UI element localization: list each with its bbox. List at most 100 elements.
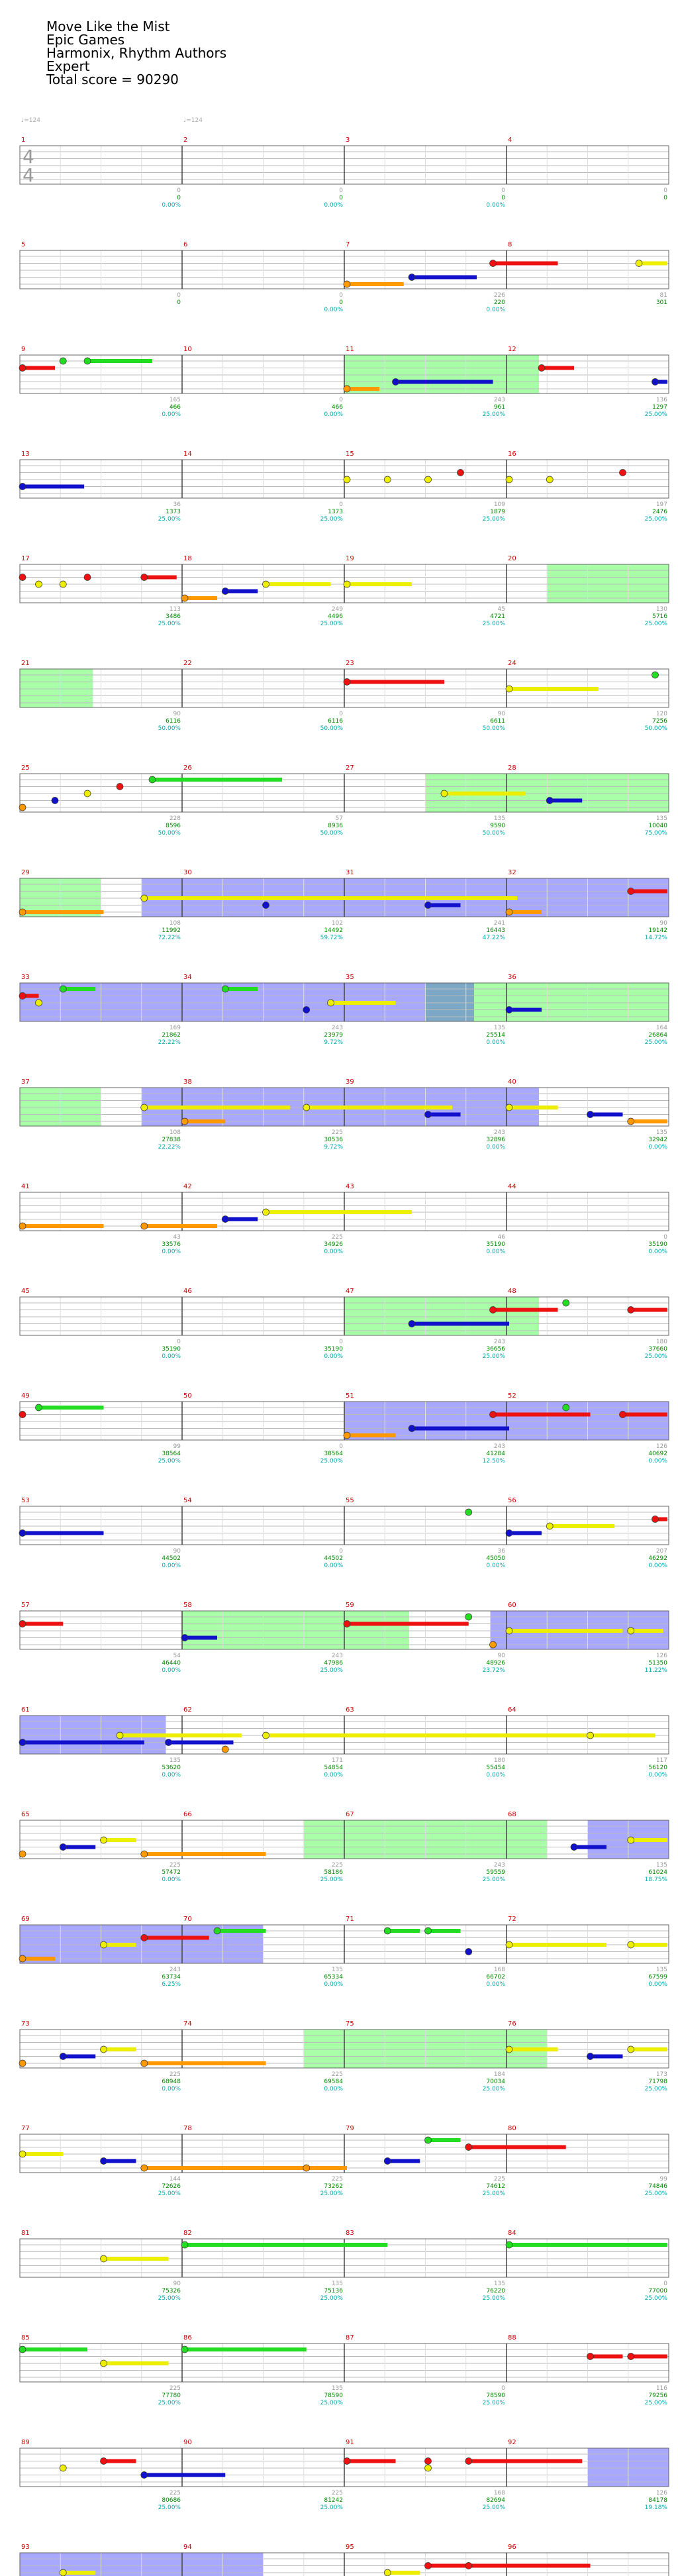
measure-number: 21 bbox=[21, 660, 30, 667]
measure-note-count: 0 bbox=[339, 1548, 343, 1555]
measure-note-count: 171 bbox=[332, 1757, 343, 1764]
measure-score: 71798 bbox=[648, 2079, 667, 2085]
measure-score: 44502 bbox=[324, 1555, 343, 1562]
measure-number: 22 bbox=[183, 660, 192, 667]
measure-multiplier: 11.22% bbox=[645, 1667, 668, 1674]
measure-number: 30 bbox=[183, 869, 192, 876]
note-gem bbox=[59, 2053, 67, 2060]
measure-number: 77 bbox=[21, 2125, 30, 2132]
measure-note-count: 135 bbox=[656, 815, 667, 822]
measure-number: 43 bbox=[346, 1183, 354, 1190]
note-gem bbox=[262, 902, 269, 909]
measure-score: 38564 bbox=[162, 1451, 181, 1457]
measure-score: 35190 bbox=[324, 1346, 343, 1353]
measure-number: 55 bbox=[346, 1497, 354, 1504]
measure-score: 16443 bbox=[486, 927, 505, 934]
measure-score: 45050 bbox=[486, 1555, 505, 1562]
phrase-region bbox=[20, 669, 93, 707]
measure-note-count: 225 bbox=[332, 1234, 343, 1241]
note-gem bbox=[570, 1843, 578, 1851]
measure-number: 70 bbox=[183, 1916, 192, 1923]
note-gem bbox=[489, 1306, 497, 1314]
measure-multiplier: 25.00% bbox=[320, 2504, 344, 2511]
measure-note-count: 90 bbox=[498, 711, 506, 717]
measure-note-count: 241 bbox=[494, 920, 505, 927]
measure-score: 63734 bbox=[162, 1974, 181, 1981]
measure-score: 27838 bbox=[162, 1137, 181, 1143]
measure-note-count: 126 bbox=[656, 2490, 667, 2497]
measure-score: 41284 bbox=[486, 1451, 505, 1457]
note-gem bbox=[489, 260, 497, 267]
note-gem bbox=[627, 2045, 635, 2053]
measure-note-count: 45 bbox=[498, 606, 505, 613]
note-gem bbox=[262, 1208, 269, 1216]
measure-note-count: 228 bbox=[170, 815, 181, 822]
measure-note-count: 0 bbox=[663, 187, 667, 194]
measure-number: 61 bbox=[21, 1706, 30, 1714]
note-gem bbox=[83, 790, 91, 798]
measure-multiplier: 25.00% bbox=[483, 2400, 506, 2406]
measure-multiplier: 0.00% bbox=[648, 1249, 667, 1255]
note-gem bbox=[383, 2569, 391, 2576]
note-gem bbox=[19, 1955, 26, 1963]
note-gem bbox=[35, 999, 42, 1007]
note-gem bbox=[181, 1634, 189, 1641]
measure-score: 26864 bbox=[648, 1032, 667, 1039]
measure-score: 301 bbox=[656, 299, 667, 306]
note-gem bbox=[546, 1522, 554, 1530]
measure-score: 58186 bbox=[324, 1869, 343, 1876]
measure-note-count: 243 bbox=[494, 1443, 505, 1450]
note-gem bbox=[505, 908, 513, 916]
measure-number: 66 bbox=[183, 1811, 192, 1818]
note-gem bbox=[19, 1620, 26, 1627]
measure-score: 66702 bbox=[486, 1974, 505, 1981]
measure-number: 37 bbox=[21, 1078, 30, 1086]
measure-number: 17 bbox=[21, 555, 30, 562]
note-gem bbox=[100, 2359, 107, 2367]
measure-score: 73262 bbox=[324, 2183, 343, 2190]
note-gem bbox=[619, 469, 626, 476]
measure-number: 14 bbox=[183, 450, 192, 458]
note-gem bbox=[587, 2053, 594, 2060]
measure-score: 84178 bbox=[648, 2497, 667, 2504]
chart-authors: Harmonix, Rhythm Authors bbox=[46, 45, 227, 61]
measure-note-count: 108 bbox=[170, 920, 181, 927]
measure-note-count: 102 bbox=[332, 920, 343, 927]
measure-note-count: 243 bbox=[332, 1025, 343, 1031]
note-gem bbox=[343, 1620, 351, 1627]
measure-multiplier: 0.00% bbox=[486, 1249, 505, 1255]
note-gem bbox=[652, 671, 659, 679]
measure-score: 5716 bbox=[652, 613, 667, 620]
measure-number: 53 bbox=[21, 1497, 30, 1504]
measure-multiplier: 23.72% bbox=[483, 1667, 506, 1674]
note-gem bbox=[562, 1404, 570, 1412]
measure-score: 0 bbox=[177, 299, 181, 306]
measure-number: 57 bbox=[21, 1602, 30, 1609]
note-gem bbox=[140, 2059, 148, 2067]
measure-multiplier: 9.72% bbox=[324, 1039, 343, 1046]
measure-note-count: 225 bbox=[170, 2490, 181, 2497]
note-gem bbox=[408, 1320, 416, 1327]
note-gem bbox=[59, 985, 67, 993]
note-gem bbox=[116, 1731, 124, 1739]
measure-number: 96 bbox=[508, 2544, 516, 2551]
measure-note-count: 0 bbox=[339, 292, 343, 299]
note-gem bbox=[303, 1006, 311, 1013]
note-gem bbox=[181, 1117, 189, 1125]
measure-score: 19142 bbox=[648, 927, 667, 934]
measure-note-count: 225 bbox=[332, 1862, 343, 1869]
note-gem bbox=[408, 1425, 416, 1432]
measure-score: 32896 bbox=[486, 1137, 505, 1143]
note-gem bbox=[627, 1941, 635, 1949]
measure-note-count: 54 bbox=[173, 1653, 181, 1659]
measure-note-count: 126 bbox=[656, 1653, 667, 1659]
measure-note-count: 130 bbox=[656, 606, 667, 613]
song-artist: Epic Games bbox=[46, 32, 125, 48]
measure-score: 21862 bbox=[162, 1032, 181, 1039]
measure-number: 4 bbox=[508, 136, 512, 144]
measure-multiplier: 50.00% bbox=[483, 725, 506, 732]
measure-number: 16 bbox=[508, 450, 516, 458]
note-gem bbox=[221, 588, 229, 595]
note-gem bbox=[424, 2562, 432, 2569]
measure-note-count: 0 bbox=[339, 187, 343, 194]
